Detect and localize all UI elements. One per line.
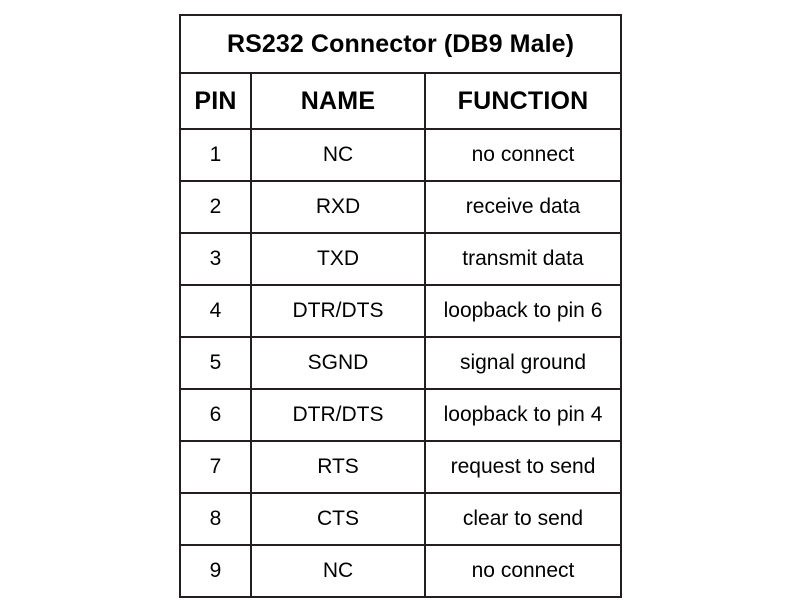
rs232-pinout-table: RS232 Connector (DB9 Male) PIN NAME FUNC… [179, 14, 622, 598]
cell-function: receive data [424, 180, 622, 234]
cell-name: NC [250, 544, 426, 598]
table-row: 5 SGND signal ground [179, 336, 622, 390]
cell-name: SGND [250, 336, 426, 390]
table-row: 4 DTR/DTS loopback to pin 6 [179, 284, 622, 338]
cell-pin: 9 [179, 544, 252, 598]
table-row: 1 NC no connect [179, 128, 622, 182]
cell-pin: 5 [179, 336, 252, 390]
table-header-row: PIN NAME FUNCTION [179, 72, 622, 130]
cell-pin: 6 [179, 388, 252, 442]
table-title: RS232 Connector (DB9 Male) [179, 14, 622, 74]
cell-function: request to send [424, 440, 622, 494]
cell-name: DTR/DTS [250, 284, 426, 338]
column-header-pin: PIN [179, 72, 252, 130]
cell-pin: 3 [179, 232, 252, 286]
column-header-function: FUNCTION [424, 72, 622, 130]
table-row: 6 DTR/DTS loopback to pin 4 [179, 388, 622, 442]
cell-pin: 2 [179, 180, 252, 234]
cell-function: no connect [424, 544, 622, 598]
table-row: 9 NC no connect [179, 544, 622, 598]
cell-name: TXD [250, 232, 426, 286]
cell-pin: 4 [179, 284, 252, 338]
cell-function: transmit data [424, 232, 622, 286]
cell-function: loopback to pin 4 [424, 388, 622, 442]
cell-function: clear to send [424, 492, 622, 546]
table-row: 7 RTS request to send [179, 440, 622, 494]
table-body: 1 NC no connect 2 RXD receive data 3 TXD… [179, 128, 622, 598]
cell-name: RXD [250, 180, 426, 234]
table-row: 8 CTS clear to send [179, 492, 622, 546]
cell-name: CTS [250, 492, 426, 546]
cell-name: NC [250, 128, 426, 182]
table-head: RS232 Connector (DB9 Male) PIN NAME FUNC… [179, 14, 622, 130]
table-title-row: RS232 Connector (DB9 Male) [179, 14, 622, 74]
column-header-name: NAME [250, 72, 426, 130]
table-row: 2 RXD receive data [179, 180, 622, 234]
cell-function: loopback to pin 6 [424, 284, 622, 338]
table-row: 3 TXD transmit data [179, 232, 622, 286]
cell-pin: 1 [179, 128, 252, 182]
cell-function: no connect [424, 128, 622, 182]
cell-name: DTR/DTS [250, 388, 426, 442]
cell-pin: 7 [179, 440, 252, 494]
cell-pin: 8 [179, 492, 252, 546]
cell-name: RTS [250, 440, 426, 494]
cell-function: signal ground [424, 336, 622, 390]
